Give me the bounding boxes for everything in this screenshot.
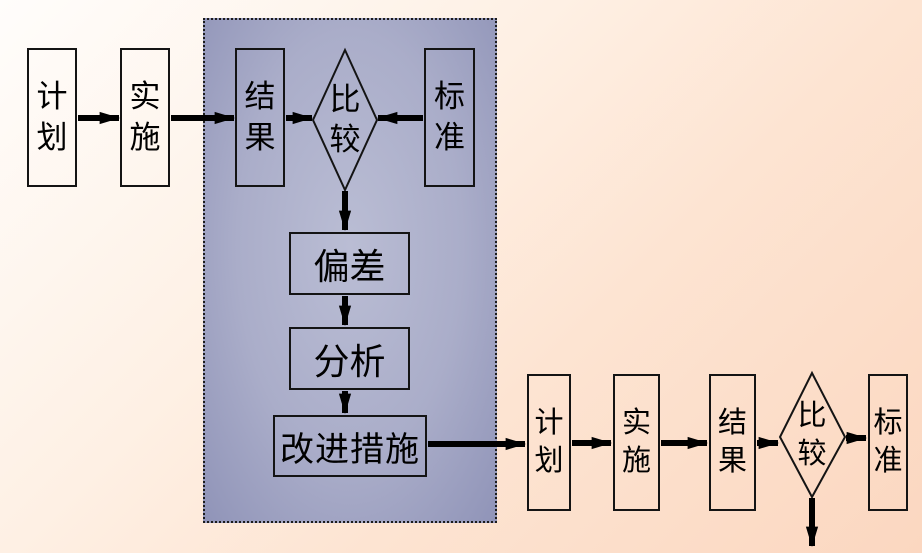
compare-right-label: 比较 <box>797 400 827 470</box>
plan-box-left: 计划 <box>27 48 77 187</box>
result-box-left-label: 结果 <box>244 79 276 155</box>
deviation-box: 偏差 <box>289 232 410 295</box>
result-box-right-label: 结果 <box>717 406 747 477</box>
compare-left-label-wrap: 比较 <box>325 78 365 162</box>
analysis-box-label: 分析 <box>313 341 386 382</box>
result-box-right: 结果 <box>709 374 756 511</box>
standard-box-left: 标准 <box>424 48 475 187</box>
control-panel-region <box>203 18 497 523</box>
result-box-left: 结果 <box>235 48 285 187</box>
improvement-box: 改进措施 <box>273 415 427 477</box>
compare-left-diamond <box>311 47 379 193</box>
do-box-right: 实施 <box>613 374 660 511</box>
plan-box-left-label: 计划 <box>36 79 68 155</box>
compare-right-label-wrap: 比较 <box>792 396 832 476</box>
deviation-box-label: 偏差 <box>313 246 386 287</box>
standard-box-left-label: 标准 <box>434 79 465 155</box>
do-box-left-label: 实施 <box>129 79 161 155</box>
plan-box-right-label: 计划 <box>534 406 564 477</box>
standard-box-right: 标准 <box>868 374 908 511</box>
compare-right-diamond <box>778 370 847 500</box>
standard-box-right-label: 标准 <box>873 406 903 477</box>
do-box-left: 实施 <box>120 48 170 187</box>
improvement-box-label: 改进措施 <box>280 431 420 469</box>
plan-box-right: 计划 <box>527 374 571 511</box>
analysis-box: 分析 <box>289 327 410 390</box>
do-box-right-label: 实施 <box>621 406 651 477</box>
compare-left-label: 比较 <box>329 81 361 157</box>
